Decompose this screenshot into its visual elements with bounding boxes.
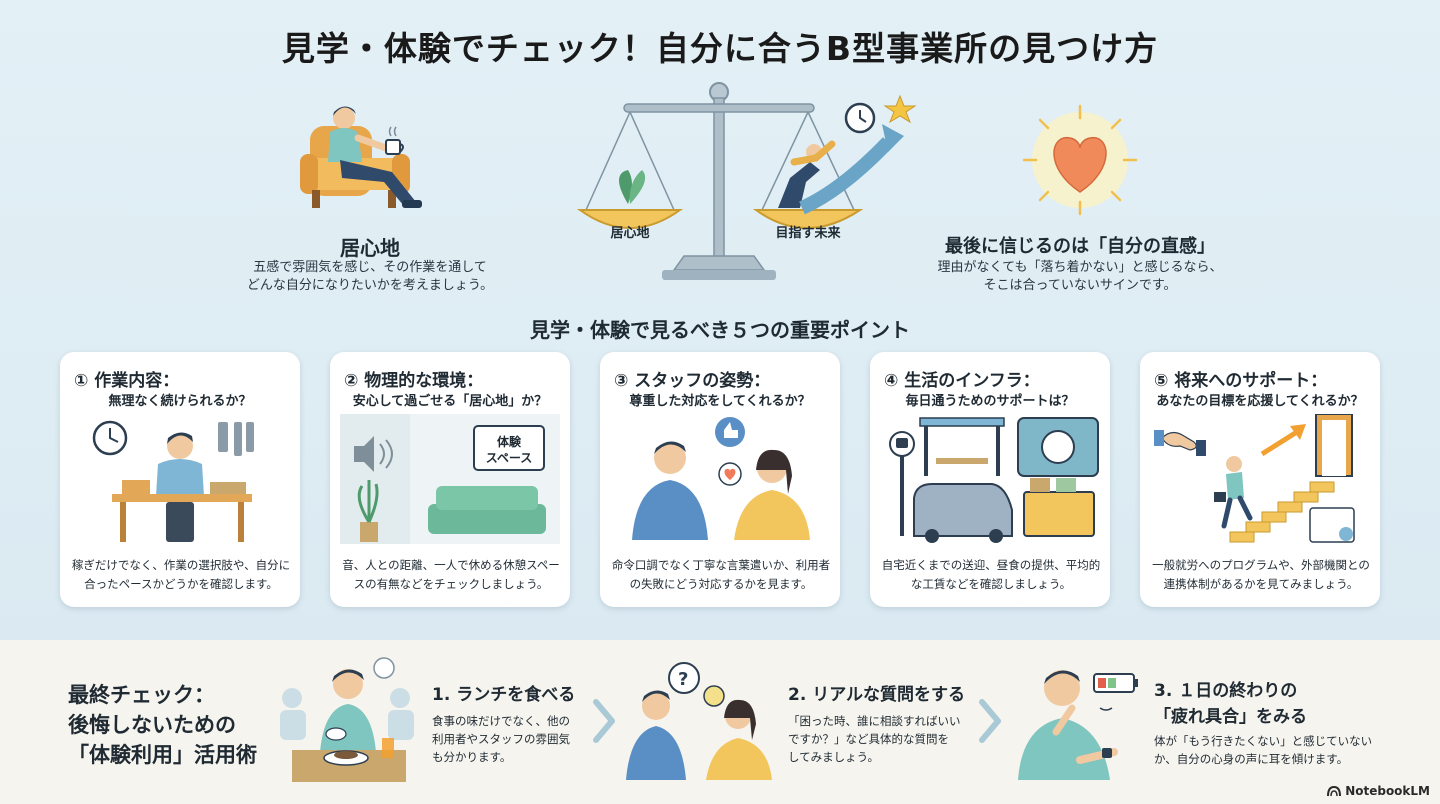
point-card-environment: ② 物理的な環境： 安心して過ごせる「居心地」か？ 音、人との距離、一人で休める… (330, 352, 570, 607)
point-card-title: ① 作業内容： (74, 371, 180, 391)
hero-right-text-1: 理由がなくても「落ち着かない」と感じるなら、 (937, 260, 1223, 275)
point-card-subtitle: あなたの目標を応援してくれるか？ (1156, 394, 1364, 409)
relaxing-person-icon (300, 106, 422, 208)
step-3-desc-1: 体が「もう行きたくない」と感じていない (1154, 734, 1373, 748)
final-title-line-1: 最終チェック： (68, 683, 215, 707)
brand-name: NotebookLM (1345, 784, 1430, 798)
tired-person-icon (1018, 670, 1138, 780)
point-card-work: ① 作業内容： 無理なく続けられるか？ 稼ぎだけでなく、作業の選択肢や、自分に合… (60, 352, 300, 607)
hero-left-text-2: どんな自分になりたいかを考えましょう。 (246, 278, 494, 293)
rest-space-icon (340, 414, 560, 544)
step-2-desc-1: 「困った時、誰に相談すればいい (788, 714, 961, 728)
step-3-desc-2: か、自分の心身の声に耳を傾けます。 (1154, 752, 1349, 766)
asking-question-icon: ? (626, 662, 772, 780)
hero-right-heading: 最後に信じるのは「自分の直感」 (945, 236, 1215, 257)
step-1-desc-3: も分かります。 (432, 750, 512, 764)
page-title: 見学・体験でチェック！自分に合うB型事業所の見つけ方 (281, 29, 1159, 68)
scale-left-label: 居心地 (610, 226, 650, 241)
chevron-right-icon (979, 699, 1001, 743)
point-card-future: ⑤ 将来へのサポート： あなたの目標を応援してくれるか？ 一般就労へのプログラム… (1140, 352, 1380, 607)
notebooklm-logo-icon (1327, 785, 1342, 797)
step-2-title: 2. リアルな質問をする (788, 685, 966, 705)
hero-left-heading: 居心地 (340, 236, 400, 260)
hero-right-text-2: そこは合っていないサインです。 (983, 278, 1177, 293)
point-card-subtitle: 安心して過ごせる「居心地」か？ (352, 394, 548, 409)
point-card-desc: 命令口調でなく丁寧な言葉遣いか、利用者の失敗にどう対応するかを見ます。 (611, 558, 831, 591)
career-stairs-icon (1154, 414, 1355, 543)
chevron-right-icon (593, 699, 615, 743)
point-card-subtitle: 毎日通うためのサポートは？ (905, 394, 1075, 409)
point-card-desc: 稼ぎだけでなく、作業の選択肢や、自分に合ったペースかどうかを確認します。 (71, 558, 291, 591)
step-2-desc-2: ですか？」など具体的な質問を (788, 732, 949, 746)
point-card-desc: 一般就労へのプログラムや、外部機関との連携体制があるかを見てみましょう。 (1152, 558, 1370, 591)
glowing-heart-icon (1022, 104, 1138, 216)
worker-at-desk-icon (92, 420, 254, 542)
final-title-line-3: 「体験利用」活用術 (68, 743, 257, 767)
brand-watermark: NotebookLM (1327, 784, 1430, 798)
point-card-title: ③ スタッフの姿勢： (614, 371, 771, 391)
step-3-title-2: 「疲れ具合」をみる (1154, 707, 1307, 727)
step-1-desc-2: 利用者やスタッフの雰囲気 (432, 732, 570, 746)
point-card-subtitle: 無理なく続けられるか？ (108, 394, 252, 409)
bus-and-meal-icon (889, 417, 1099, 543)
scale-right-label: 目指す未来 (775, 226, 841, 241)
point-card-title: ⑤ 将来へのサポート： (1154, 371, 1328, 391)
staff-conversation-icon (632, 417, 810, 540)
point-card-infrastructure: ④ 生活のインフラ： 毎日通うためのサポートは？ 自宅近くまでの送迎、昼食の提供… (870, 352, 1110, 607)
point-card-desc: 音、人との距離、一人で休める休憩スペースの有無などをチェックしましょう。 (342, 558, 560, 591)
point-card-staff: ③ スタッフの姿勢： 尊重した対応をしてくれるか？ 命令口調でなく丁寧な言葉遣い… (600, 352, 840, 607)
step-1-title: 1. ランチを食べる (432, 685, 576, 705)
step-1-desc-1: 食事の味だけでなく、他の (432, 714, 570, 728)
point-card-title: ④ 生活のインフラ： (884, 371, 1040, 391)
point-card-desc: 自宅近くまでの送迎、昼食の提供、平均的な工賃などを確認しましょう。 (881, 558, 1101, 591)
step-2-desc-3: してみましょう。 (788, 750, 879, 764)
final-title-line-2: 後悔しないための (68, 713, 236, 737)
final-check-title: 最終チェック： 後悔しないための 「体験利用」活用術 (68, 680, 257, 770)
point-card-subtitle: 尊重した対応をしてくれるか？ (629, 394, 811, 409)
rest-space-sign: 体験 スペース (485, 435, 533, 465)
point-card-title: ② 物理的な環境： (344, 371, 484, 391)
step-3-title-1: 3. １日の終わりの (1154, 681, 1298, 701)
eating-lunch-icon (280, 657, 414, 782)
hero-left-text-1: 五感で雰囲気を感じ、その作業を通して (253, 260, 487, 275)
points-section-title: 見学・体験で見るべき５つの重要ポイント (530, 318, 910, 342)
svg-text:?: ? (678, 669, 688, 690)
balance-scale-icon (576, 82, 917, 280)
